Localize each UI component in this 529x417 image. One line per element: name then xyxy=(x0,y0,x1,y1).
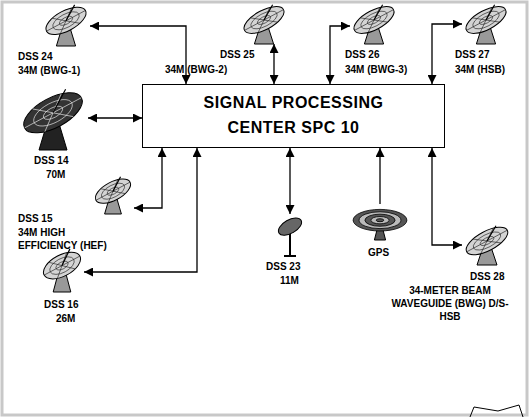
antenna-station: DSS 2534M (BWG-2) xyxy=(240,4,288,44)
label-holder: DSS 24 xyxy=(18,50,52,63)
antenna-station: DSS 2634M (BWG-3) xyxy=(350,4,398,44)
antenna-spec: 34M (BWG-2) xyxy=(165,63,227,76)
antenna-picture xyxy=(40,248,84,292)
antenna-spec: 34M (BWG-1) xyxy=(18,64,80,77)
label-holder: 34M (BWG-1) xyxy=(18,64,80,77)
antenna-picture xyxy=(352,204,408,240)
label-holder: 34-METER BEAM WAVEGUIDE (BWG) D/S-HSB xyxy=(391,284,509,323)
signal-link xyxy=(88,117,142,118)
station-name: DSS 24 xyxy=(18,50,52,63)
antenna-spec: 34M HIGH EFFICIENCY (HEF) xyxy=(18,226,120,252)
label-holder: DSS 15 xyxy=(18,212,52,225)
station-name: DSS 26 xyxy=(345,48,379,61)
antenna-spec: 26M xyxy=(56,312,75,325)
label-holder: DSS 16 xyxy=(44,298,78,311)
antenna-station: DSS 2311M xyxy=(270,214,310,256)
antenna-station: GPS xyxy=(352,204,408,240)
cut-off-figure xyxy=(470,405,523,417)
label-holder: 11M xyxy=(280,274,299,287)
station-name: DSS 14 xyxy=(34,154,68,167)
antenna-icon xyxy=(18,85,89,150)
antenna-picture xyxy=(18,88,88,150)
antenna-spec: 70M xyxy=(46,168,65,181)
signal-link xyxy=(432,148,462,245)
antenna-picture xyxy=(350,4,398,44)
station-name: DSS 27 xyxy=(455,48,489,61)
antenna-station: DSS 2734M (HSB) xyxy=(462,4,510,44)
label-holder: DSS 14 xyxy=(34,154,68,167)
label-holder: 70M xyxy=(46,168,65,181)
label-holder: GPS xyxy=(368,246,389,259)
station-name: DSS 15 xyxy=(18,212,52,225)
signal-link xyxy=(289,148,290,214)
antenna-picture xyxy=(92,176,134,214)
antenna-spec: 34-METER BEAM WAVEGUIDE (BWG) D/S-HSB xyxy=(391,284,509,323)
label-holder: 34M (BWG-2) xyxy=(165,63,227,76)
label-holder: DSS 26 xyxy=(345,48,379,61)
center-title: SIGNAL PROCESSING CENTER SPC 10 xyxy=(194,91,394,141)
signal-link xyxy=(273,44,274,84)
antenna-icon xyxy=(462,1,510,44)
label-holder: 34M (BWG-3) xyxy=(345,63,407,76)
antenna-picture xyxy=(240,4,288,44)
station-name: DSS 16 xyxy=(44,298,78,311)
station-name: DSS 28 xyxy=(470,270,504,283)
antenna-icon xyxy=(92,174,135,214)
antenna-station: DSS 2834-METER BEAM WAVEGUIDE (BWG) D/S-… xyxy=(462,225,512,265)
label-holder: DSS 27 xyxy=(455,48,489,61)
station-name: DSS 23 xyxy=(266,260,300,273)
signal-link xyxy=(379,148,380,204)
antenna-icon xyxy=(350,1,398,44)
antenna-icon xyxy=(276,214,305,256)
antenna-spec: 11M xyxy=(280,274,299,287)
antenna-picture xyxy=(270,214,310,256)
signal-link xyxy=(84,148,197,272)
label-holder: 26M xyxy=(56,312,75,325)
antenna-station: DSS 1470M xyxy=(18,88,88,150)
label-holder: DSS 25 xyxy=(220,48,254,61)
antenna-icon xyxy=(462,222,512,265)
signal-link xyxy=(90,26,186,84)
label-holder: 34M HIGH EFFICIENCY (HEF) xyxy=(18,226,120,252)
processing-center-box: SIGNAL PROCESSING CENTER SPC 10 xyxy=(142,84,445,148)
antenna-picture xyxy=(462,4,510,44)
station-name: GPS xyxy=(368,246,389,259)
antenna-icon xyxy=(39,247,85,292)
antenna-picture xyxy=(462,225,512,265)
label-holder: 34M (HSB) xyxy=(455,63,505,76)
station-name: DSS 25 xyxy=(220,48,254,61)
antenna-spec: 34M (BWG-3) xyxy=(345,63,407,76)
antenna-picture xyxy=(42,4,90,46)
label-holder: DSS 28 xyxy=(470,270,504,283)
antenna-icon xyxy=(353,209,407,240)
signal-link xyxy=(134,148,162,208)
antenna-icon xyxy=(42,2,90,46)
label-holder: DSS 23 xyxy=(266,260,300,273)
antenna-station: DSS 1626M xyxy=(40,248,84,292)
antenna-station: DSS 1534M HIGH EFFICIENCY (HEF) xyxy=(92,176,134,214)
antenna-spec: 34M (HSB) xyxy=(455,63,505,76)
antenna-station: DSS 2434M (BWG-1) xyxy=(42,4,90,46)
antenna-icon xyxy=(240,1,288,44)
